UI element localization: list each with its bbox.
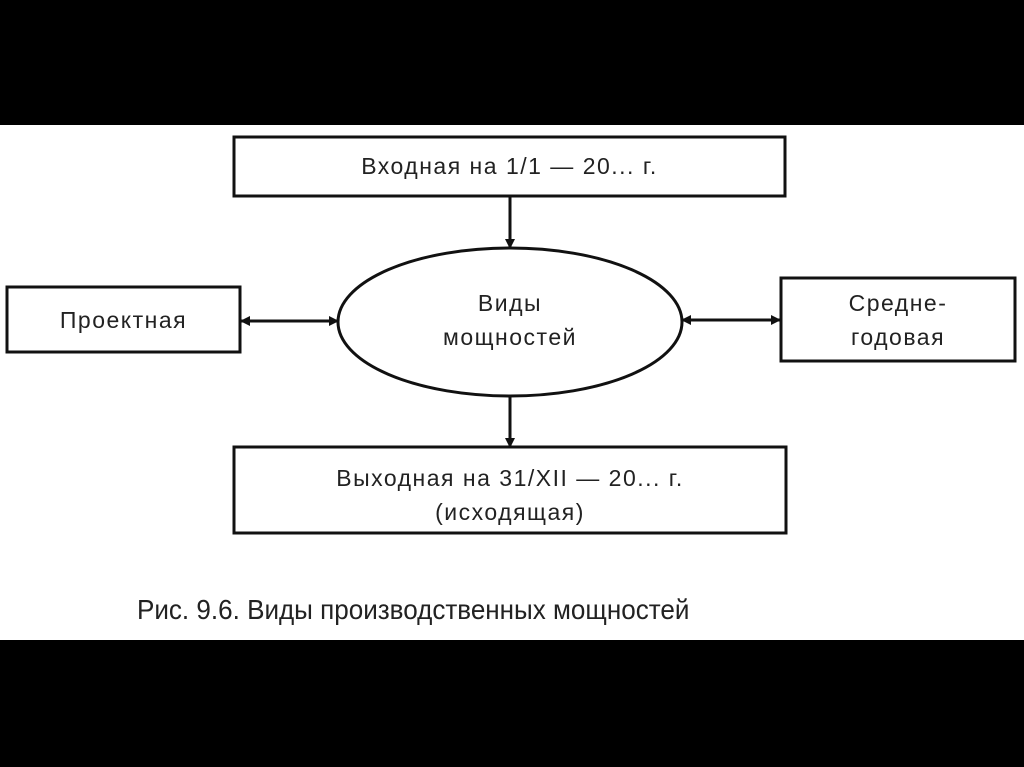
figure-caption: Рис. 9.6. Виды производственных мощносте… bbox=[137, 594, 690, 625]
right-box bbox=[779, 276, 1017, 363]
right-box-line2: годовая bbox=[850, 324, 946, 350]
center-line2: мощностей bbox=[443, 324, 577, 350]
bottom-line1: Выходная на 31/XII — 20... г. bbox=[336, 465, 684, 491]
bottom-line2: (исходящая) bbox=[435, 499, 585, 525]
bottom-box-label: Выходная на 31/XII — 20... г. (исходящая… bbox=[234, 461, 786, 529]
center-label: Виды мощностей bbox=[338, 286, 682, 354]
diagram-sheet bbox=[0, 125, 1024, 640]
left-box-label: Проектная bbox=[59, 307, 188, 333]
center-line1: Виды bbox=[477, 290, 543, 316]
top-box-label: Входная на 1/1 — 20... г. bbox=[361, 153, 658, 179]
right-box-line1: Средне- bbox=[848, 290, 948, 316]
right-box-label: Средне- годовая bbox=[781, 286, 1015, 354]
